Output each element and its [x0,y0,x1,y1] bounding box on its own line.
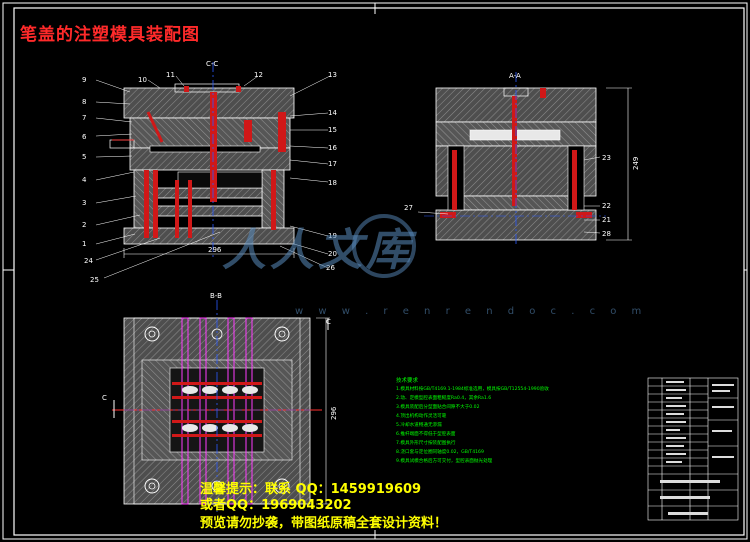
part-number: 1 [82,240,86,248]
part-number: 22 [602,202,611,210]
note-line: 7.模具外形尺寸按装配图执行 [396,439,456,446]
dimension-plan-height: 296 [330,406,338,420]
part-number: 5 [82,153,86,161]
technical-notes: 技术要求 1.模具材料按GB/T4169.1-1984标准选用，模具按GB/T1… [396,376,549,464]
view-mark-left: C [102,394,107,402]
part-number: 28 [602,230,611,238]
section-label-side: A-A [509,72,521,80]
note-line: 1.模具材料按GB/T4169.1-1984标准选用，模具按GB/T12554-… [396,385,549,392]
notice-line-3: 预览请勿抄袭，带图纸原稿全套设计资料！ [200,516,448,531]
part-number: 19 [328,232,337,240]
part-number: 27 [404,204,413,212]
part-number: 9 [82,76,86,84]
inner-border [13,7,745,536]
part-number: 3 [82,199,86,207]
notes-heading: 技术要求 [396,376,419,384]
part-number: 18 [328,179,337,187]
part-number: 11 [166,71,175,79]
part-number: 26 [326,264,335,272]
part-number: 25 [90,276,99,284]
part-number: 17 [328,160,337,168]
note-line: 5.冷却水道畅通无渗漏 [396,421,442,428]
notice-line-1: 温馨提示：联系 QQ：1459919609 [200,482,422,497]
note-line: 6.推杆端面不得低于型腔表面 [396,430,456,437]
note-line: 3.模具装配后分型面贴合间隙不大于0.02 [396,403,480,410]
view-mark-right: C [326,318,331,326]
dimension-front-width: 296 [208,246,222,254]
drawing-title: 笔盖的注塑模具装配图 [20,25,200,45]
note-line: 8.浇口套与定位圈同轴度0.02，GB/T4169 [396,448,484,455]
part-number: 23 [602,154,611,162]
watermark-url: w w w . r e n r e n d o c . c o m [295,306,648,317]
part-number: 6 [82,133,87,141]
notice-line-2: 或者QQ：1969043202 [200,498,352,513]
part-number: 4 [82,176,87,184]
part-number: 15 [328,126,337,134]
title-block [647,377,739,521]
part-number: 16 [328,144,337,152]
part-number: 14 [328,109,337,117]
part-number: 10 [138,76,147,84]
part-number: 2 [82,221,86,229]
side-section-view [417,72,632,246]
plan-view [112,300,330,512]
watermark-logo: 人人文库 [222,225,414,276]
part-number: 24 [84,257,93,265]
part-number: 20 [328,250,337,258]
note-line: 4.顶出机构动作灵活可靠 [396,412,447,419]
note-line: 2.动、定模型腔表面粗糙度Ra0.4，其余Ra1.6 [396,394,491,401]
section-label-plan: B-B [210,292,222,300]
part-number: 13 [328,71,337,79]
front-section-view [95,62,331,279]
dimension-side-height: 249 [632,157,640,170]
part-number: 12 [254,71,263,79]
part-number: 7 [82,114,86,122]
part-number: 21 [602,216,611,224]
note-line: 9.模具试模合格后方可交付，型腔表面抛光处理 [396,457,493,464]
section-label-front: C-C [206,60,218,68]
part-number: 8 [82,98,86,106]
